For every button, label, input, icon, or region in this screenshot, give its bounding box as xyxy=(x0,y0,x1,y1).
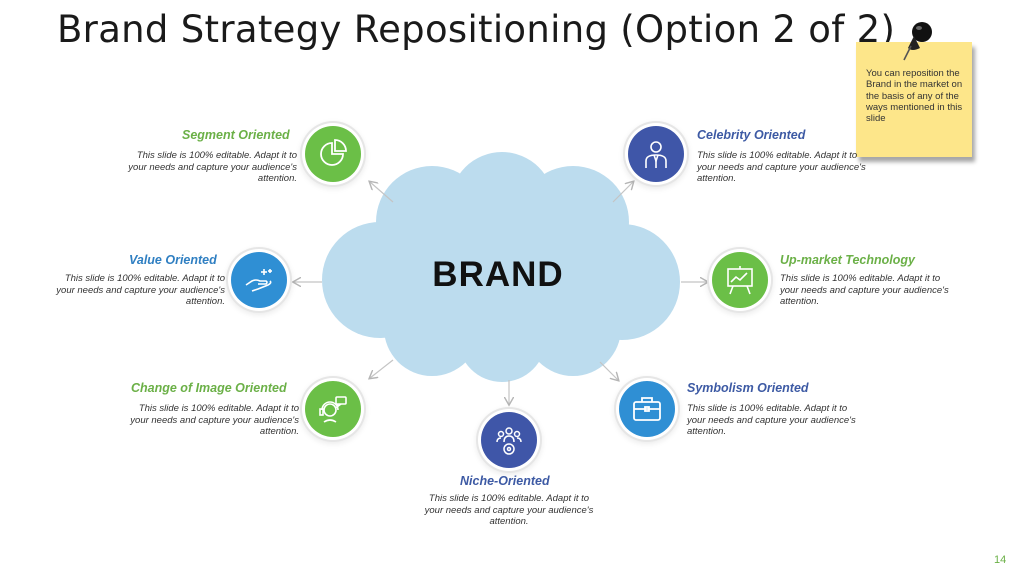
connector-symbolism xyxy=(599,361,618,380)
segment-title: Segment Oriented xyxy=(182,128,290,142)
brand-cloud xyxy=(322,152,680,382)
niche-text: This slide is 100% editable. Adapt it to… xyxy=(424,493,594,528)
headset-icon xyxy=(319,396,347,423)
upmarket-title: Up-market Technology xyxy=(780,253,915,267)
upmarket-node xyxy=(712,252,768,308)
segment-node xyxy=(305,126,361,182)
sticky-note-text: You can reposition the Brand in the mark… xyxy=(866,68,963,125)
value-title: Value Oriented xyxy=(129,253,217,267)
connector-segment xyxy=(370,182,394,203)
pie-chart-icon xyxy=(320,139,347,166)
page-number: 14 xyxy=(994,554,1007,566)
sticky-note: You can reposition the Brand in the mark… xyxy=(856,42,972,157)
upmarket-text: This slide is 100% editable. Adapt it to… xyxy=(780,273,949,308)
niche-title: Niche-Oriented xyxy=(460,474,550,488)
change-of-image-node xyxy=(305,381,361,437)
value-node xyxy=(231,252,287,308)
person-icon xyxy=(645,141,667,168)
niche-node xyxy=(481,412,537,468)
symbolism-node xyxy=(619,381,675,437)
group-target-icon xyxy=(496,427,522,455)
connector-change-of-image xyxy=(370,359,394,378)
value-text: This slide is 100% editable. Adapt it to… xyxy=(56,273,225,308)
change-of-image-title: Change of Image Oriented xyxy=(131,381,287,395)
celebrity-node xyxy=(628,126,684,182)
celebrity-title: Celebrity Oriented xyxy=(697,128,806,142)
change-of-image-text: This slide is 100% editable. Adapt it to… xyxy=(130,403,299,438)
symbolism-text: This slide is 100% editable. Adapt it to… xyxy=(687,403,856,438)
presentation-board-icon xyxy=(727,266,753,295)
slide-title: Brand Strategy Repositioning (Option 2 o… xyxy=(57,8,896,51)
celebrity-text: This slide is 100% editable. Adapt it to… xyxy=(697,150,866,185)
segment-text: This slide is 100% editable. Adapt it to… xyxy=(128,150,297,185)
symbolism-title: Symbolism Oriented xyxy=(687,381,809,395)
brand-label: BRAND xyxy=(432,255,564,294)
hand-icon xyxy=(245,269,272,292)
briefcase-icon xyxy=(633,397,661,421)
connector-celebrity xyxy=(612,182,633,203)
pushpin-icon xyxy=(903,22,932,61)
